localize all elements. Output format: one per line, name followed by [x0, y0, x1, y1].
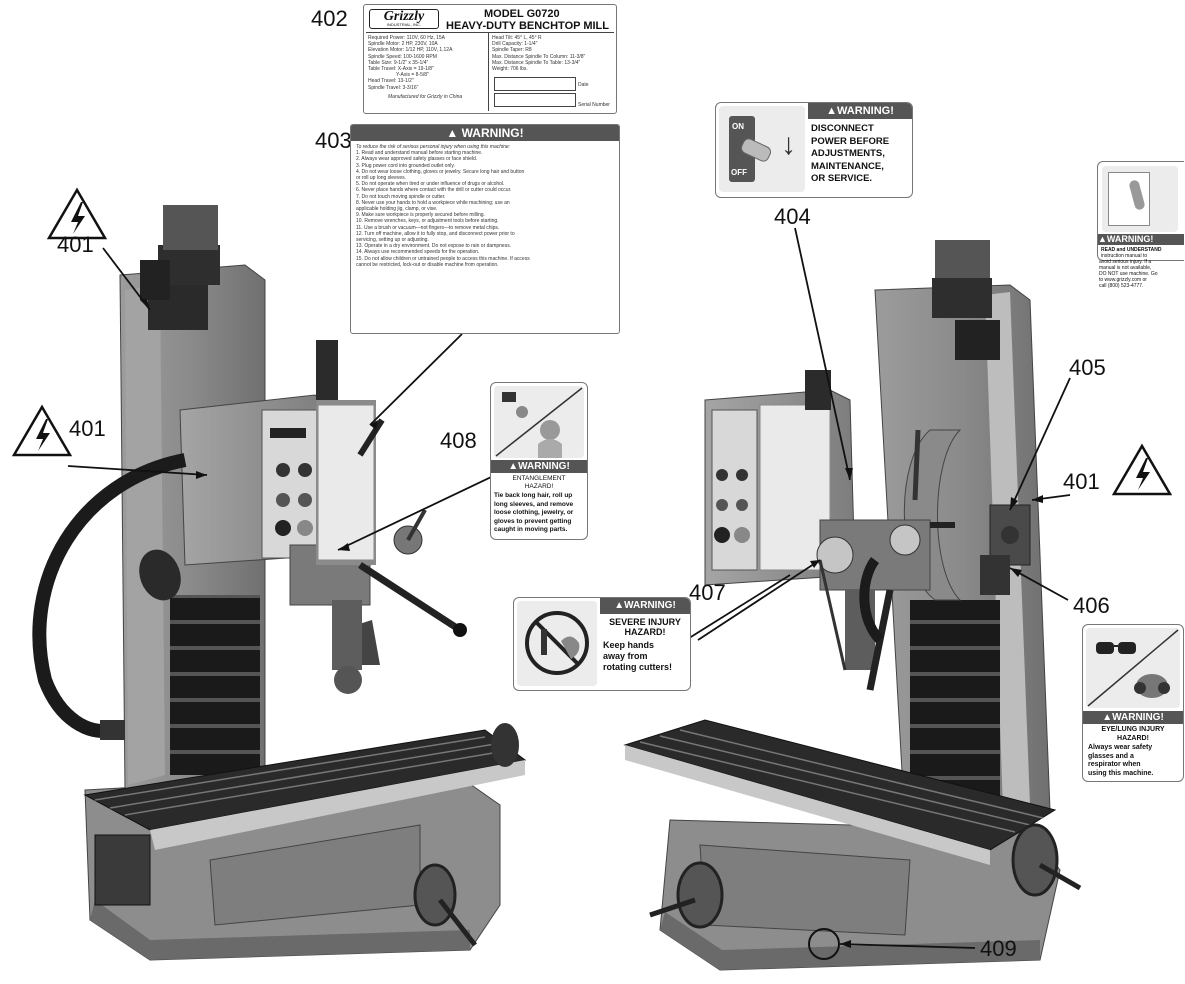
- callout-407: 407: [689, 580, 726, 605]
- callout-409: 409: [980, 936, 1017, 961]
- respirator-icon: [1134, 674, 1170, 698]
- warning-header: ▲WARNING!: [1098, 234, 1184, 245]
- electrical-hazard-icon: [1111, 443, 1173, 496]
- serial-field-label: Serial Number: [578, 102, 610, 108]
- right-mill: [623, 240, 1082, 971]
- callout-406: 406: [1073, 593, 1110, 618]
- machine-name: HEAVY-DUTY BENCHTOP MILL: [446, 20, 609, 32]
- warning-triangle-icon: ▲: [614, 600, 625, 611]
- warning-triangle-icon: ▲: [1102, 712, 1113, 723]
- callout-404: 404: [774, 204, 811, 229]
- warning-triangle-icon: ▲: [826, 105, 838, 117]
- callout-403: 403: [315, 128, 352, 153]
- date-field-label: Date: [578, 82, 589, 88]
- callout-401: 401: [57, 232, 94, 257]
- warning-triangle-icon: ▲: [446, 126, 459, 140]
- electrical-hazard-icon: [46, 187, 108, 240]
- warning-header: ▲ WARNING!: [351, 125, 619, 141]
- warning-header: ▲WARNING!: [491, 460, 587, 473]
- callout-402: 402: [311, 6, 348, 31]
- callout-405: 405: [1069, 355, 1106, 380]
- warning-triangle-icon: ▲: [508, 461, 519, 472]
- warning-header: ▲WARNING!: [1083, 711, 1183, 724]
- entanglement-icon: [494, 386, 584, 458]
- model-number: MODEL G0720: [484, 8, 560, 20]
- electrical-hazard-icon: [11, 404, 73, 457]
- power-switch-icon: ON OFF ↓: [719, 106, 805, 192]
- callout-401: 401: [69, 416, 106, 441]
- general-warning-label: ▲ WARNING! To reduce the risk of serious…: [350, 124, 620, 334]
- callout-408: 408: [440, 428, 477, 453]
- no-hands-icon: [517, 601, 597, 686]
- warning-header: ▲WARNING!: [808, 103, 912, 119]
- machine-id-label: Grizzly INDUSTRIAL, INC. MODEL G0720 HEA…: [363, 4, 617, 114]
- leader-lines: [67, 227, 1071, 949]
- warning-header: ▲WARNING!: [600, 598, 690, 614]
- left-mill: [32, 205, 527, 961]
- manual-read-icon: [1102, 166, 1178, 232]
- callout-401: 401: [1063, 469, 1100, 494]
- brand-logo: Grizzly: [383, 9, 425, 24]
- warning-rules-list: To reduce the risk of serious personal i…: [356, 144, 530, 268]
- brand-subtitle: INDUSTRIAL, INC.: [386, 22, 421, 27]
- warning-triangle-icon: ▲: [1098, 234, 1107, 244]
- safety-glasses-icon: [1087, 629, 1179, 707]
